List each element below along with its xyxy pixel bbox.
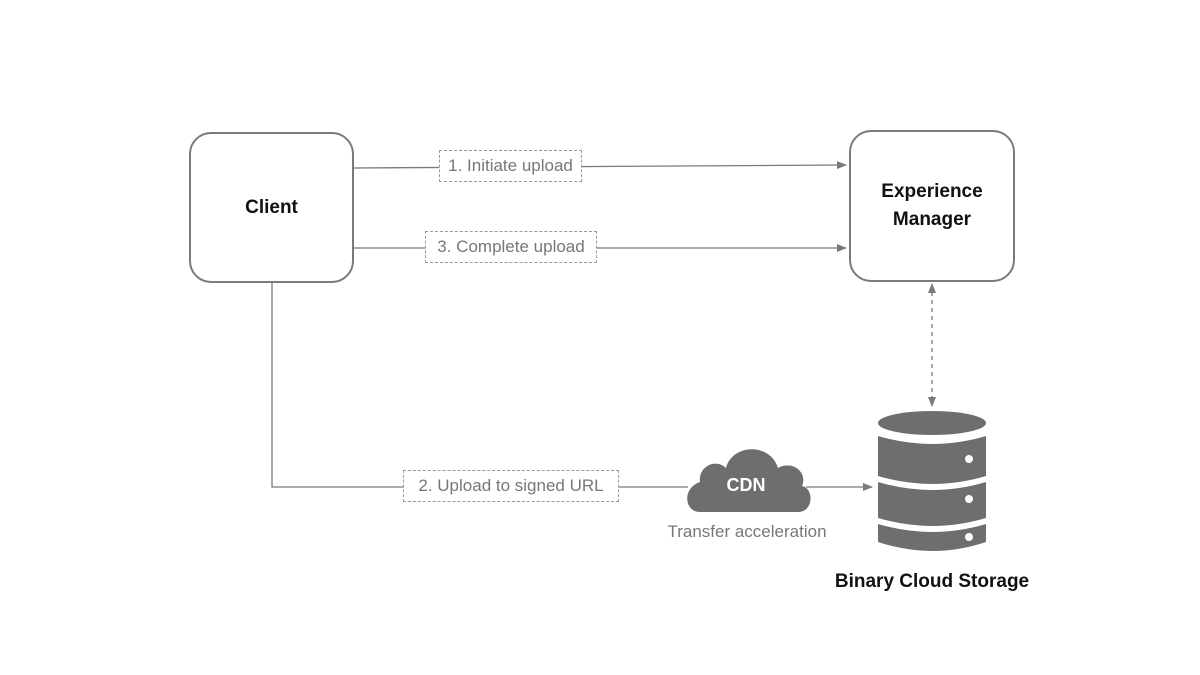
edge-label-complete: 3. Complete upload <box>425 231 597 263</box>
experience-manager-node: Experience Manager <box>849 130 1015 282</box>
storage-label: Binary Cloud Storage <box>834 571 1030 592</box>
client-label: Client <box>245 196 298 218</box>
experience-manager-label: Experience Manager <box>881 181 983 230</box>
edge-initiate-upload <box>353 161 847 170</box>
cdn-label: CDN <box>726 475 766 495</box>
edge-label-upload-signed: 2. Upload to signed URL <box>403 470 619 502</box>
edge-upload-signed-url <box>271 283 688 488</box>
database-icon <box>878 411 986 551</box>
edge-label-initiate: 1. Initiate upload <box>439 150 582 182</box>
client-node: Client <box>189 132 354 283</box>
cdn-caption: Transfer acceleration <box>667 522 827 541</box>
cloud-icon <box>687 449 811 512</box>
